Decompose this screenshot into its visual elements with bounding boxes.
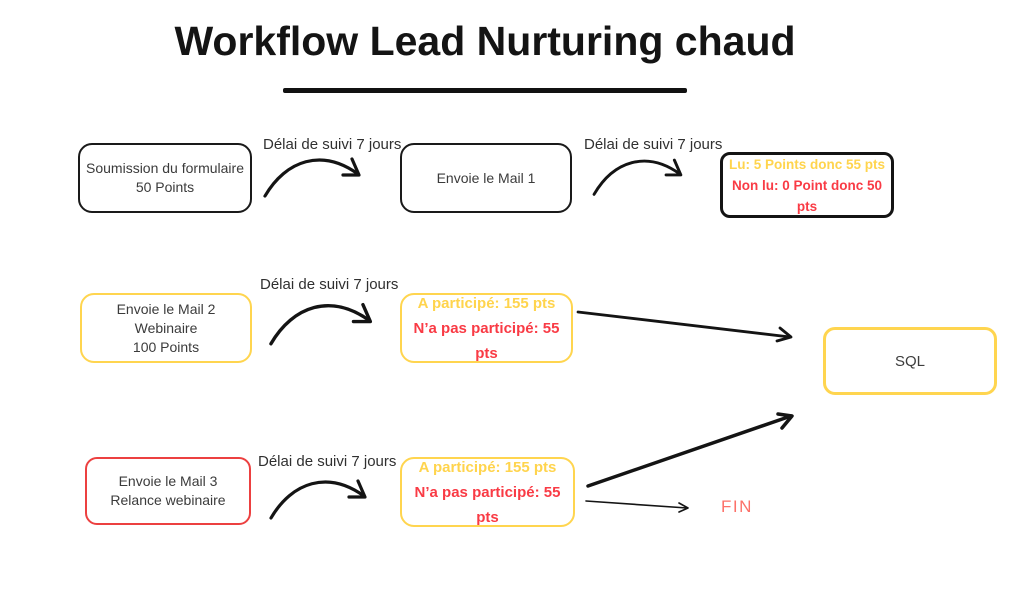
straight-arrow-webinar2-to-sql bbox=[586, 412, 794, 488]
node-mail1-line1: Envoie le Mail 1 bbox=[436, 169, 536, 186]
delay-label-3: Délai de suivi 7 jours bbox=[260, 276, 399, 293]
node-form-submission: Soumission du formulaire 50 Points bbox=[78, 143, 252, 213]
node-sql: SQL bbox=[823, 327, 997, 395]
node-mail3-line1: Envoie le Mail 3 bbox=[118, 473, 218, 489]
node-form-submission-line2: 50 Points bbox=[135, 179, 195, 195]
straight-arrow-webinar1-to-sql bbox=[576, 310, 793, 343]
curved-arrow-1 bbox=[263, 157, 361, 198]
page-title: Workflow Lead Nurturing chaud bbox=[174, 18, 796, 64]
node-mail2-line2: Webinaire bbox=[134, 319, 198, 336]
node-mail3-line2: Relance webinaire bbox=[110, 492, 226, 508]
node-webinar1-result: A participé: 155 pts N’a pas participé: … bbox=[400, 293, 573, 363]
node-mail2-line3: 100 Points bbox=[132, 338, 200, 355]
fin-label: FIN bbox=[721, 497, 753, 516]
node-webinar2-result-attended: A participé: 155 pts bbox=[418, 458, 557, 476]
node-mail2-line1: Envoie le Mail 2 bbox=[116, 300, 216, 317]
node-form-submission-line1: Soumission du formulaire bbox=[86, 160, 244, 176]
node-mail1: Envoie le Mail 1 bbox=[400, 143, 572, 213]
node-mail1-result-read: Lu: 5 Points donc 55 pts bbox=[728, 156, 885, 172]
delay-label-4: Délai de suivi 7 jours bbox=[258, 453, 397, 470]
curved-arrow-3 bbox=[269, 302, 373, 346]
node-webinar1-result-attended: A participé: 155 pts bbox=[417, 294, 556, 312]
curved-arrow-4 bbox=[269, 479, 367, 520]
node-mail3: Envoie le Mail 3 Relance webinaire bbox=[85, 457, 251, 525]
delay-label-1: Délai de suivi 7 jours bbox=[263, 136, 402, 153]
delay-label-2: Délai de suivi 7 jours bbox=[584, 136, 723, 153]
node-webinar2-result-missed: N’a pas participé: 55 pts bbox=[414, 483, 561, 526]
straight-arrow-webinar2-to-fin bbox=[585, 500, 689, 513]
node-mail1-result-unread: Non lu: 0 Point donc 50 pts bbox=[731, 177, 882, 214]
node-webinar2-result: A participé: 155 pts N’a pas participé: … bbox=[400, 457, 575, 527]
node-mail1-result: Lu: 5 Points donc 55 pts Non lu: 0 Point… bbox=[720, 152, 894, 218]
title-underline bbox=[283, 88, 687, 93]
node-webinar1-result-missed: N’a pas participé: 55 pts bbox=[413, 319, 560, 362]
node-sql-label: SQL bbox=[894, 352, 925, 370]
node-mail2: Envoie le Mail 2 Webinaire 100 Points bbox=[80, 293, 252, 363]
curved-arrow-2 bbox=[592, 158, 683, 196]
